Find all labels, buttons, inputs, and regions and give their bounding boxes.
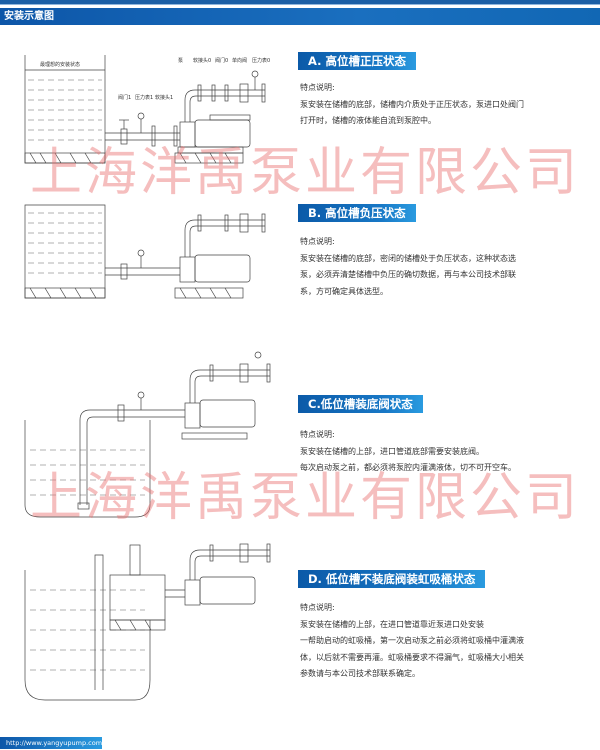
- desc-label: 特点说明:: [300, 237, 335, 246]
- desc-label: 特点说明:: [300, 430, 335, 439]
- section-title-c: C.低位槽装底阀状态: [298, 395, 423, 413]
- desc-line: 参数请与本公司技术部联系确定。: [300, 669, 420, 678]
- diagram-label-gauge1: 压力表1: [135, 94, 153, 101]
- section-title-a: A. 高位槽正压状态: [298, 52, 416, 70]
- diagram-c: [24, 351, 271, 518]
- section-desc-a: 特点说明: 泵安装在储槽的底部，储槽内介质处于正压状态，泵进口处阀门 打开时，储…: [300, 80, 540, 130]
- diagram-label-gauge0: 压力表0: [252, 57, 270, 64]
- section-header: 安装示意图: [0, 8, 600, 25]
- desc-line: 泵安装在储槽的上部，进口管道底部需要安装底阀。: [300, 446, 484, 456]
- desc-line: 每次启动泵之前，都必须将泵腔内灌满液体，切不可开空车。: [300, 463, 516, 472]
- diagram-label-hose1: 软接头1: [155, 94, 173, 101]
- diagram-b: [24, 204, 266, 299]
- desc-line: 打开时，储槽的液体能自流到泵腔中。: [300, 116, 436, 125]
- diagram-label-tank: 最理想的安装状态: [40, 61, 80, 68]
- diagram-label-pump: 泵: [178, 58, 183, 64]
- desc-line: 一帮助启动的虹吸桶，第一次启动泵之前必须将虹吸桶中灌满液: [300, 636, 524, 645]
- diagram-label-hose0: 软接头0: [193, 57, 211, 64]
- diagram-label-valve0: 阀门0: [215, 57, 228, 64]
- diagram-label-valve1: 阀门1: [118, 94, 131, 101]
- section-desc-c: 特点说明: 泵安装在储槽的上部，进口管道底部需要安装底阀。 每次启动泵之前，都必…: [300, 427, 540, 477]
- desc-line: 泵安装在储槽的上部，在进口管道靠近泵进口处安装: [300, 619, 484, 629]
- section-title-b: B. 高位槽负压状态: [298, 204, 416, 222]
- desc-line: 系，方可确定具体选型。: [300, 286, 388, 296]
- section-desc-b: 特点说明: 泵安装在储槽的底部，密闭的储槽处于负压状态，这种状态选 泵，必须弄清…: [300, 234, 540, 300]
- section-desc-d: 特点说明: 泵安装在储槽的上部，在进口管道靠近泵进口处安装 一帮助启动的虹吸桶，…: [300, 600, 540, 683]
- section-title-d: D. 低位槽不装底阀装虹吸桶状态: [298, 570, 486, 588]
- desc-label: 特点说明:: [300, 603, 335, 612]
- diagram-label-check-valve: 单向阀: [232, 57, 247, 64]
- desc-line: 体，以后就不需要再灌。虹吸桶要求不得漏气，虹吸桶大小相关: [300, 652, 524, 662]
- desc-line: 泵安装在储槽的底部，储槽内介质处于正压状态，泵进口处阀门: [300, 99, 524, 109]
- desc-line: 泵安装在储槽的底部，密闭的储槽处于负压状态，这种状态选: [300, 253, 516, 263]
- desc-label: 特点说明:: [300, 83, 335, 92]
- diagram-a: 最理想的安装状态 泵 软接头0 阀门0 单向阀 压力表0 阀门1 压力表1 软接…: [24, 55, 270, 164]
- top-rule: [0, 0, 600, 5]
- diagram-d: [24, 543, 271, 701]
- desc-line: 泵，必须弄清楚储槽中负压的确切数据，再与本公司技术部联: [300, 270, 516, 279]
- website-link[interactable]: http://www.yangyupump.com: [0, 737, 102, 749]
